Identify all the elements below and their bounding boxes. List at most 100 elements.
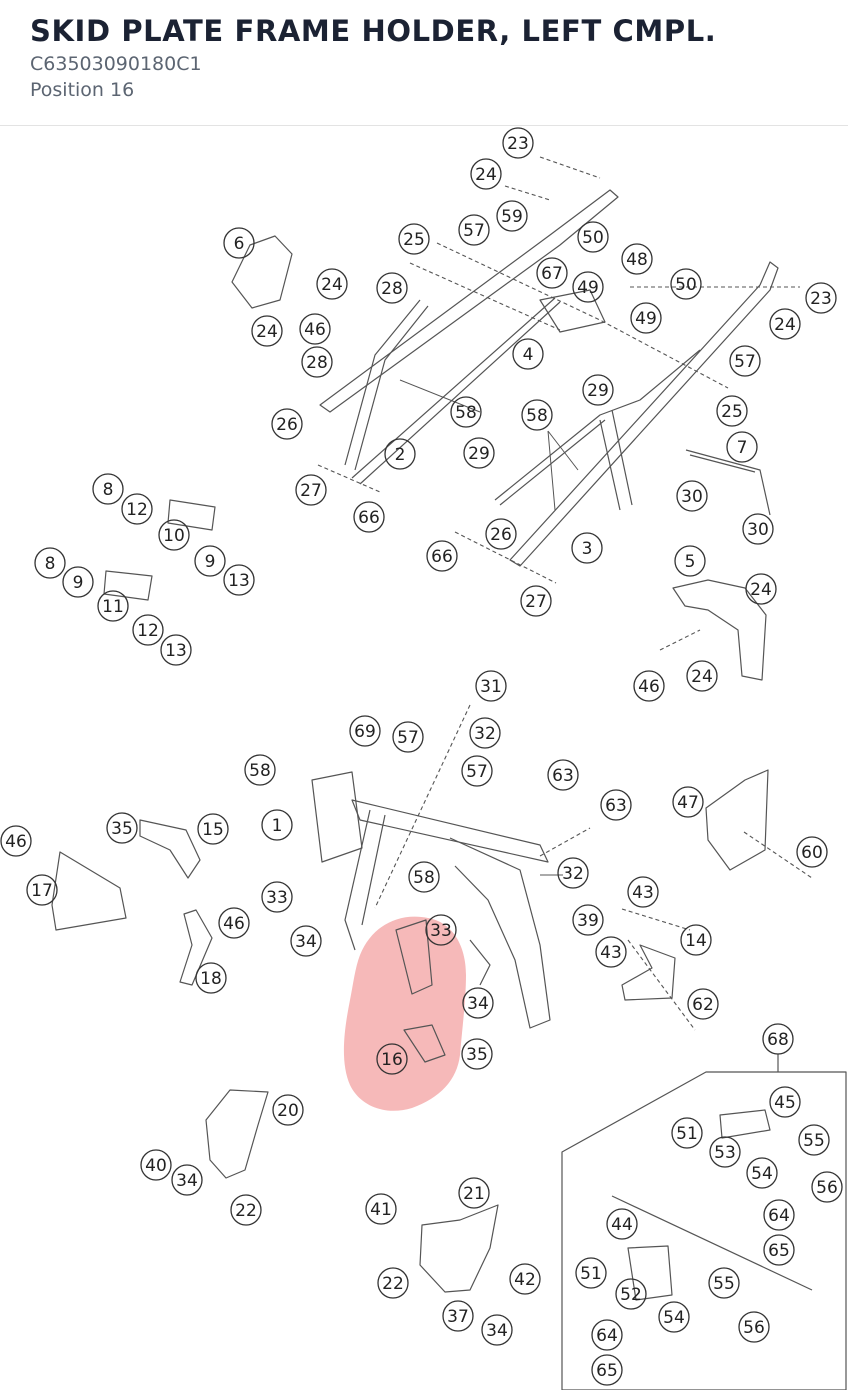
callout-24[interactable]: 24 xyxy=(769,308,801,340)
callout-49[interactable]: 49 xyxy=(572,271,604,303)
callout-30[interactable]: 30 xyxy=(742,513,774,545)
callout-32[interactable]: 32 xyxy=(469,717,501,749)
callout-55[interactable]: 55 xyxy=(708,1267,740,1299)
callout-44[interactable]: 44 xyxy=(606,1208,638,1240)
callout-9[interactable]: 9 xyxy=(194,545,226,577)
callout-39[interactable]: 39 xyxy=(572,904,604,936)
callout-6[interactable]: 6 xyxy=(223,227,255,259)
callout-34[interactable]: 34 xyxy=(481,1314,513,1346)
callout-8[interactable]: 8 xyxy=(92,473,124,505)
callout-13[interactable]: 13 xyxy=(223,564,255,596)
callout-24[interactable]: 24 xyxy=(745,573,777,605)
callout-24[interactable]: 24 xyxy=(251,315,283,347)
callout-4[interactable]: 4 xyxy=(512,338,544,370)
callout-53[interactable]: 53 xyxy=(709,1136,741,1168)
callout-46[interactable]: 46 xyxy=(633,670,665,702)
callout-8[interactable]: 8 xyxy=(34,547,66,579)
callout-21[interactable]: 21 xyxy=(458,1177,490,1209)
callout-32[interactable]: 32 xyxy=(557,857,589,889)
callout-11[interactable]: 11 xyxy=(97,590,129,622)
callout-29[interactable]: 29 xyxy=(463,437,495,469)
callout-27[interactable]: 27 xyxy=(295,474,327,506)
callout-46[interactable]: 46 xyxy=(299,313,331,345)
callout-50[interactable]: 50 xyxy=(577,221,609,253)
callout-12[interactable]: 12 xyxy=(132,614,164,646)
callout-67[interactable]: 67 xyxy=(536,257,568,289)
callout-58[interactable]: 58 xyxy=(521,399,553,431)
callout-13[interactable]: 13 xyxy=(160,634,192,666)
callout-58[interactable]: 58 xyxy=(244,754,276,786)
callout-59[interactable]: 59 xyxy=(496,200,528,232)
callout-50[interactable]: 50 xyxy=(670,268,702,300)
callout-40[interactable]: 40 xyxy=(140,1149,172,1181)
callout-63[interactable]: 63 xyxy=(600,789,632,821)
callout-24[interactable]: 24 xyxy=(686,660,718,692)
callout-66[interactable]: 66 xyxy=(426,540,458,572)
callout-58[interactable]: 58 xyxy=(408,861,440,893)
callout-46[interactable]: 46 xyxy=(218,907,250,939)
callout-16[interactable]: 16 xyxy=(376,1043,408,1075)
callout-63[interactable]: 63 xyxy=(547,759,579,791)
callout-57[interactable]: 57 xyxy=(461,755,493,787)
callout-60[interactable]: 60 xyxy=(796,836,828,868)
callout-33[interactable]: 33 xyxy=(425,914,457,946)
callout-23[interactable]: 23 xyxy=(805,282,837,314)
callout-14[interactable]: 14 xyxy=(680,924,712,956)
callout-56[interactable]: 56 xyxy=(738,1311,770,1343)
callout-42[interactable]: 42 xyxy=(509,1263,541,1295)
callout-12[interactable]: 12 xyxy=(121,493,153,525)
callout-35[interactable]: 35 xyxy=(106,812,138,844)
callout-31[interactable]: 31 xyxy=(475,670,507,702)
callout-25[interactable]: 25 xyxy=(716,395,748,427)
callout-46[interactable]: 46 xyxy=(0,825,32,857)
callout-9[interactable]: 9 xyxy=(62,566,94,598)
callout-18[interactable]: 18 xyxy=(195,962,227,994)
callout-20[interactable]: 20 xyxy=(272,1094,304,1126)
callout-30[interactable]: 30 xyxy=(676,480,708,512)
callout-57[interactable]: 57 xyxy=(392,721,424,753)
callout-65[interactable]: 65 xyxy=(763,1234,795,1266)
callout-5[interactable]: 5 xyxy=(674,545,706,577)
callout-10[interactable]: 10 xyxy=(158,519,190,551)
callout-22[interactable]: 22 xyxy=(230,1194,262,1226)
callout-64[interactable]: 64 xyxy=(591,1319,623,1351)
callout-15[interactable]: 15 xyxy=(197,813,229,845)
callout-64[interactable]: 64 xyxy=(763,1199,795,1231)
callout-41[interactable]: 41 xyxy=(365,1193,397,1225)
callout-3[interactable]: 3 xyxy=(571,532,603,564)
callout-34[interactable]: 34 xyxy=(462,987,494,1019)
callout-58[interactable]: 58 xyxy=(450,396,482,428)
callout-22[interactable]: 22 xyxy=(377,1267,409,1299)
callout-57[interactable]: 57 xyxy=(729,345,761,377)
callout-7[interactable]: 7 xyxy=(726,431,758,463)
callout-52[interactable]: 52 xyxy=(615,1278,647,1310)
callout-26[interactable]: 26 xyxy=(271,408,303,440)
callout-54[interactable]: 54 xyxy=(658,1301,690,1333)
callout-62[interactable]: 62 xyxy=(687,988,719,1020)
callout-51[interactable]: 51 xyxy=(671,1117,703,1149)
callout-24[interactable]: 24 xyxy=(470,158,502,190)
callout-33[interactable]: 33 xyxy=(261,881,293,913)
callout-43[interactable]: 43 xyxy=(595,936,627,968)
callout-47[interactable]: 47 xyxy=(672,786,704,818)
callout-49[interactable]: 49 xyxy=(630,302,662,334)
callout-24[interactable]: 24 xyxy=(316,268,348,300)
callout-55[interactable]: 55 xyxy=(798,1124,830,1156)
callout-45[interactable]: 45 xyxy=(769,1086,801,1118)
callout-68[interactable]: 68 xyxy=(762,1023,794,1055)
callout-34[interactable]: 34 xyxy=(171,1164,203,1196)
callout-43[interactable]: 43 xyxy=(627,876,659,908)
callout-56[interactable]: 56 xyxy=(811,1171,843,1203)
callout-34[interactable]: 34 xyxy=(290,925,322,957)
callout-25[interactable]: 25 xyxy=(398,223,430,255)
callout-23[interactable]: 23 xyxy=(502,127,534,159)
callout-48[interactable]: 48 xyxy=(621,243,653,275)
callout-2[interactable]: 2 xyxy=(384,438,416,470)
callout-28[interactable]: 28 xyxy=(376,272,408,304)
callout-51[interactable]: 51 xyxy=(575,1257,607,1289)
callout-29[interactable]: 29 xyxy=(582,374,614,406)
callout-65[interactable]: 65 xyxy=(591,1354,623,1386)
callout-37[interactable]: 37 xyxy=(442,1300,474,1332)
callout-66[interactable]: 66 xyxy=(353,501,385,533)
callout-54[interactable]: 54 xyxy=(746,1157,778,1189)
